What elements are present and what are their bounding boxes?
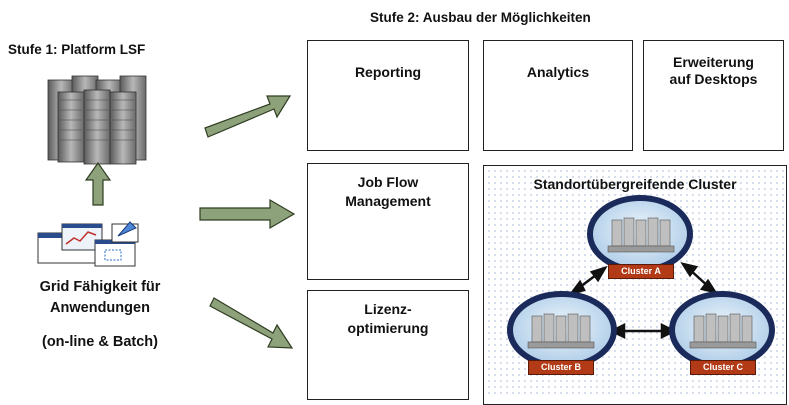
grid-application-icon (37, 221, 139, 267)
cluster-a-icon (587, 195, 693, 273)
analytics-box: Analytics (483, 40, 633, 151)
jobflow-label-line1: Job Flow (357, 174, 419, 190)
desktops-label-line1: Erweiterung (673, 54, 754, 70)
jobflow-box: Job Flow Management (307, 163, 469, 280)
cluster-c-icon (669, 291, 775, 369)
stage1-heading: Stufe 1: Platform LSF (8, 42, 146, 57)
cluster-b-label: Cluster B (528, 360, 594, 375)
up-arrow (84, 161, 112, 206)
arrow-to-reporting (204, 95, 292, 138)
desktops-label-line2: auf Desktops (669, 71, 758, 87)
reporting-box: Reporting (307, 40, 469, 151)
cluster-b-icon (507, 291, 617, 369)
cluster-a-label: Cluster A (608, 264, 674, 279)
desktops-box: Erweiterung auf Desktops (643, 40, 784, 151)
server-rack-icon (47, 75, 147, 165)
license-box: Lizenz- optimierung (307, 290, 469, 400)
cluster-c-label: Cluster C (690, 360, 756, 375)
clusters-title: Standortübergreifende Cluster (533, 176, 737, 192)
grid-capability-line2: Anwendungen (50, 300, 150, 316)
reporting-label: Reporting (354, 64, 422, 80)
arrow-to-jobflow (199, 198, 296, 230)
license-label-line2: optimierung (347, 320, 429, 336)
grid-capability-line1: Grid Fähigkeit für (39, 279, 161, 295)
cluster-arrows (567, 262, 718, 340)
stage2-heading: Stufe 2: Ausbau der Möglichkeiten (370, 10, 591, 25)
arrow-to-license (209, 297, 294, 349)
license-label-line1: Lizenz- (364, 301, 412, 317)
jobflow-label-line2: Management (345, 193, 431, 209)
grid-capability-line3: (on-line & Batch) (42, 334, 158, 350)
analytics-label: Analytics (526, 64, 590, 80)
